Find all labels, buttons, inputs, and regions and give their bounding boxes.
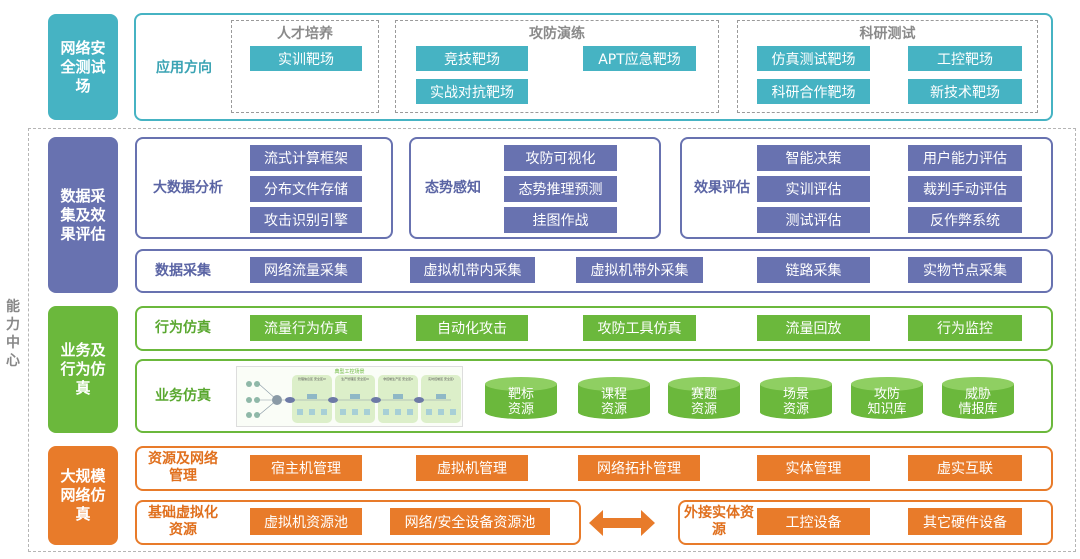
item-ics-range[interactable]: 工控靶场 — [908, 46, 1022, 71]
zone-label: 实时控制区 安全区I — [428, 377, 454, 381]
situation-label: 态势感知 — [425, 180, 481, 196]
database-icon — [668, 377, 740, 419]
database-icon — [578, 377, 650, 419]
item-behavior-monitor[interactable]: 行为监控 — [908, 315, 1022, 341]
item-training-eval[interactable]: 实训评估 — [757, 176, 870, 202]
item-combat-range[interactable]: 实战对抗靶场 — [416, 79, 528, 104]
db-challenge-resource[interactable]: 赛题资源 — [668, 377, 740, 419]
item-auto-attack[interactable]: 自动化攻击 — [416, 315, 528, 341]
application-label: 应用方向 — [156, 60, 212, 76]
business-title: 业务及行为仿真 — [48, 306, 118, 433]
item-topology-mgmt[interactable]: 网络拓扑管理 — [578, 455, 700, 481]
group-title: 攻防演练 — [529, 26, 585, 42]
item-new-tech-range[interactable]: 新技术靶场 — [908, 79, 1022, 104]
item-traffic-collect[interactable]: 网络流量采集 — [250, 257, 362, 283]
item-physical-node[interactable]: 实物节点采集 — [908, 257, 1022, 283]
item-distributed-storage[interactable]: 分布文件存储 — [250, 176, 362, 202]
item-link-collect[interactable]: 链路采集 — [757, 257, 870, 283]
item-vm-inband[interactable]: 虚拟机带内采集 — [410, 257, 535, 283]
item-tool-sim[interactable]: 攻防工具仿真 — [583, 315, 696, 341]
data-eval-title: 数据采集及效果评估 — [48, 137, 118, 293]
range-section-title: 网络安全测试场 — [48, 14, 118, 120]
bidirectional-arrow-icon — [589, 510, 655, 536]
group-talent: 人才培养 — [231, 20, 379, 113]
db-threat-intel[interactable]: 威胁情报库 — [942, 377, 1014, 419]
db-knowledge-base[interactable]: 攻防知识库 — [851, 377, 923, 419]
item-vm-pool[interactable]: 虚拟机资源池 — [250, 508, 362, 535]
item-research-coop-range[interactable]: 科研合作靶场 — [757, 79, 870, 104]
zone-label: 生产管理区 安全区III — [341, 377, 369, 381]
item-referee-eval[interactable]: 裁判手动评估 — [908, 176, 1022, 202]
item-other-hardware[interactable]: 其它硬件设备 — [908, 508, 1022, 535]
item-sim-test-range[interactable]: 仿真测试靶场 — [757, 46, 870, 71]
item-traffic-replay[interactable]: 流量回放 — [757, 315, 870, 341]
network-sim-title: 大规模网络仿真 — [48, 446, 118, 545]
item-training-range[interactable]: 实训靶场 — [250, 46, 362, 71]
item-map-combat[interactable]: 挂图作战 — [504, 207, 617, 233]
zone-label: 非控制生产区 安全区II — [383, 377, 413, 381]
item-host-mgmt[interactable]: 宿主机管理 — [250, 455, 362, 481]
behavior-label: 行为仿真 — [155, 320, 211, 336]
big-data-label: 大数据分析 — [153, 180, 223, 196]
db-scenario-resource[interactable]: 场景资源 — [760, 377, 832, 419]
capability-center-frame — [28, 128, 1076, 552]
item-traffic-behavior[interactable]: 流量行为仿真 — [250, 315, 362, 341]
item-anti-cheat[interactable]: 反作弊系统 — [908, 207, 1022, 233]
scene-network-icon — [246, 375, 461, 423]
virtual-label: 基础虚拟化资源 — [148, 505, 218, 538]
database-icon — [760, 377, 832, 419]
item-vm-mgmt[interactable]: 虚拟机管理 — [416, 455, 528, 481]
management-label: 资源及网络管理 — [148, 451, 218, 484]
item-user-ability[interactable]: 用户能力评估 — [908, 145, 1022, 171]
item-prediction[interactable]: 态势推理预测 — [504, 176, 617, 202]
zone-label: 管理信息区 安全区IV — [298, 377, 326, 381]
group-attack-defense: 攻防演练 — [395, 20, 719, 113]
item-competition-range[interactable]: 竞技靶场 — [416, 46, 528, 71]
db-target-resource[interactable]: 靶标资源 — [485, 377, 557, 419]
database-icon — [942, 377, 1014, 419]
group-title: 科研测试 — [859, 26, 916, 42]
collection-label: 数据采集 — [155, 263, 211, 279]
external-label: 外接实体资源 — [684, 505, 754, 538]
item-device-pool[interactable]: 网络/安全设备资源池 — [390, 508, 550, 535]
ics-scene-diagram: 典型工控场景 管理信息区 安全区IV 生产管理区 安全区III 非控制生产区 安… — [236, 366, 463, 427]
scene-title: 典型工控场景 — [334, 369, 365, 375]
item-stream-computing[interactable]: 流式计算框架 — [250, 145, 362, 171]
item-vm-outband[interactable]: 虚拟机带外采集 — [576, 257, 703, 283]
database-icon — [851, 377, 923, 419]
item-attack-engine[interactable]: 攻击识别引擎 — [250, 207, 362, 233]
service-label: 业务仿真 — [155, 388, 211, 404]
group-title: 人才培养 — [277, 26, 333, 42]
item-apt-range[interactable]: APT应急靶场 — [583, 46, 696, 71]
db-course-resource[interactable]: 课程资源 — [578, 377, 650, 419]
item-entity-mgmt[interactable]: 实体管理 — [757, 455, 870, 481]
item-visualization[interactable]: 攻防可视化 — [504, 145, 617, 171]
item-ics-device[interactable]: 工控设备 — [757, 508, 870, 535]
item-test-eval[interactable]: 测试评估 — [757, 207, 870, 233]
database-icon — [485, 377, 557, 419]
capability-center-label: 能力中心 — [6, 299, 20, 369]
item-virtual-real[interactable]: 虚实互联 — [908, 455, 1022, 481]
effect-label: 效果评估 — [694, 180, 750, 196]
item-smart-decision[interactable]: 智能决策 — [757, 145, 870, 171]
group-research: 科研测试 — [737, 20, 1038, 113]
